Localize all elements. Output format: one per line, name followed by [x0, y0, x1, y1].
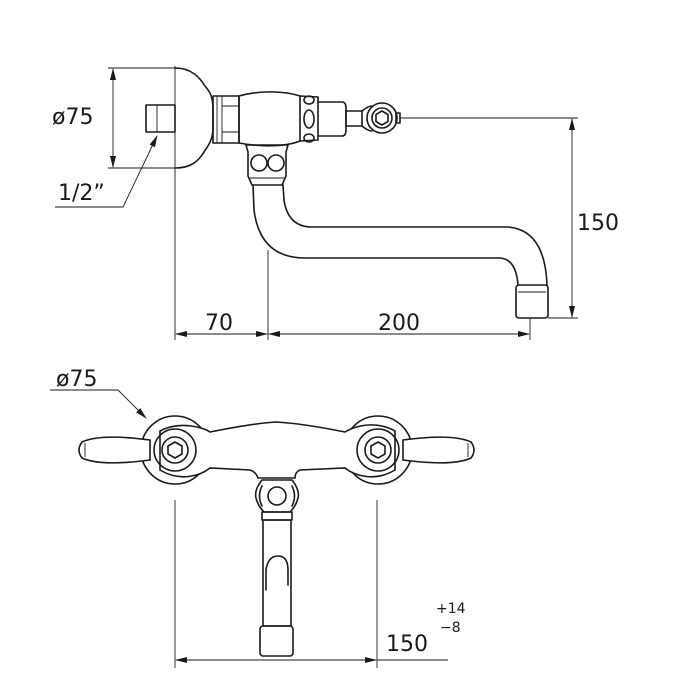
- diameter-leader: [50, 389, 147, 419]
- stem-ring: [261, 511, 293, 521]
- spout-collar-detail: [250, 154, 285, 179]
- handle-neck-curves: [361, 105, 373, 132]
- connection-size-label: 1/2”: [58, 181, 105, 206]
- spout-collar: [245, 144, 289, 186]
- ring-ovals: [303, 95, 315, 143]
- wall-to-spout-label: 70: [205, 311, 233, 336]
- valve-left: [153, 428, 197, 472]
- hex-right: [370, 441, 386, 459]
- spout-tip-top: [259, 625, 294, 657]
- handle-neck: [345, 110, 363, 127]
- handle-left: [78, 436, 151, 464]
- handle-nut: [366, 102, 398, 134]
- spout-tip: [515, 284, 549, 319]
- center-distance-label: 150: [386, 632, 428, 657]
- spout-reach-label: 200: [378, 311, 420, 336]
- top-view: ø75 150 +14 −8: [50, 367, 475, 668]
- spout-bend-highlight: [265, 555, 289, 591]
- hex-left: [167, 441, 183, 459]
- side-view: ø75 1/2” 150: [52, 66, 619, 340]
- valve-right: [356, 428, 400, 472]
- handle-nut-inner: [371, 107, 393, 129]
- connection-leader: [55, 135, 158, 208]
- valve-body: [238, 91, 301, 147]
- spout-stem: [262, 519, 292, 627]
- spout-inner: [282, 184, 548, 286]
- tolerance-plus-label: +14: [436, 601, 466, 617]
- tolerance-minus-label: −8: [440, 620, 461, 636]
- handle-cap: [395, 112, 401, 124]
- side-diameter-label: ø75: [52, 105, 93, 130]
- mixer-body: [159, 421, 396, 479]
- spout-outer: [252, 184, 519, 286]
- stem-collar-circle: [267, 486, 287, 506]
- spout-height-label: 150: [577, 211, 619, 236]
- stem-collar-curves: [258, 485, 296, 507]
- top-diameter-label: ø75: [56, 367, 97, 392]
- nut-detail-lines: [216, 96, 239, 143]
- handle-right: [402, 436, 475, 464]
- pipe-stub: [145, 104, 176, 133]
- handle-hex: [375, 110, 389, 126]
- escutcheon: [174, 67, 214, 169]
- stem-collar: [254, 479, 300, 513]
- cartridge: [317, 101, 347, 137]
